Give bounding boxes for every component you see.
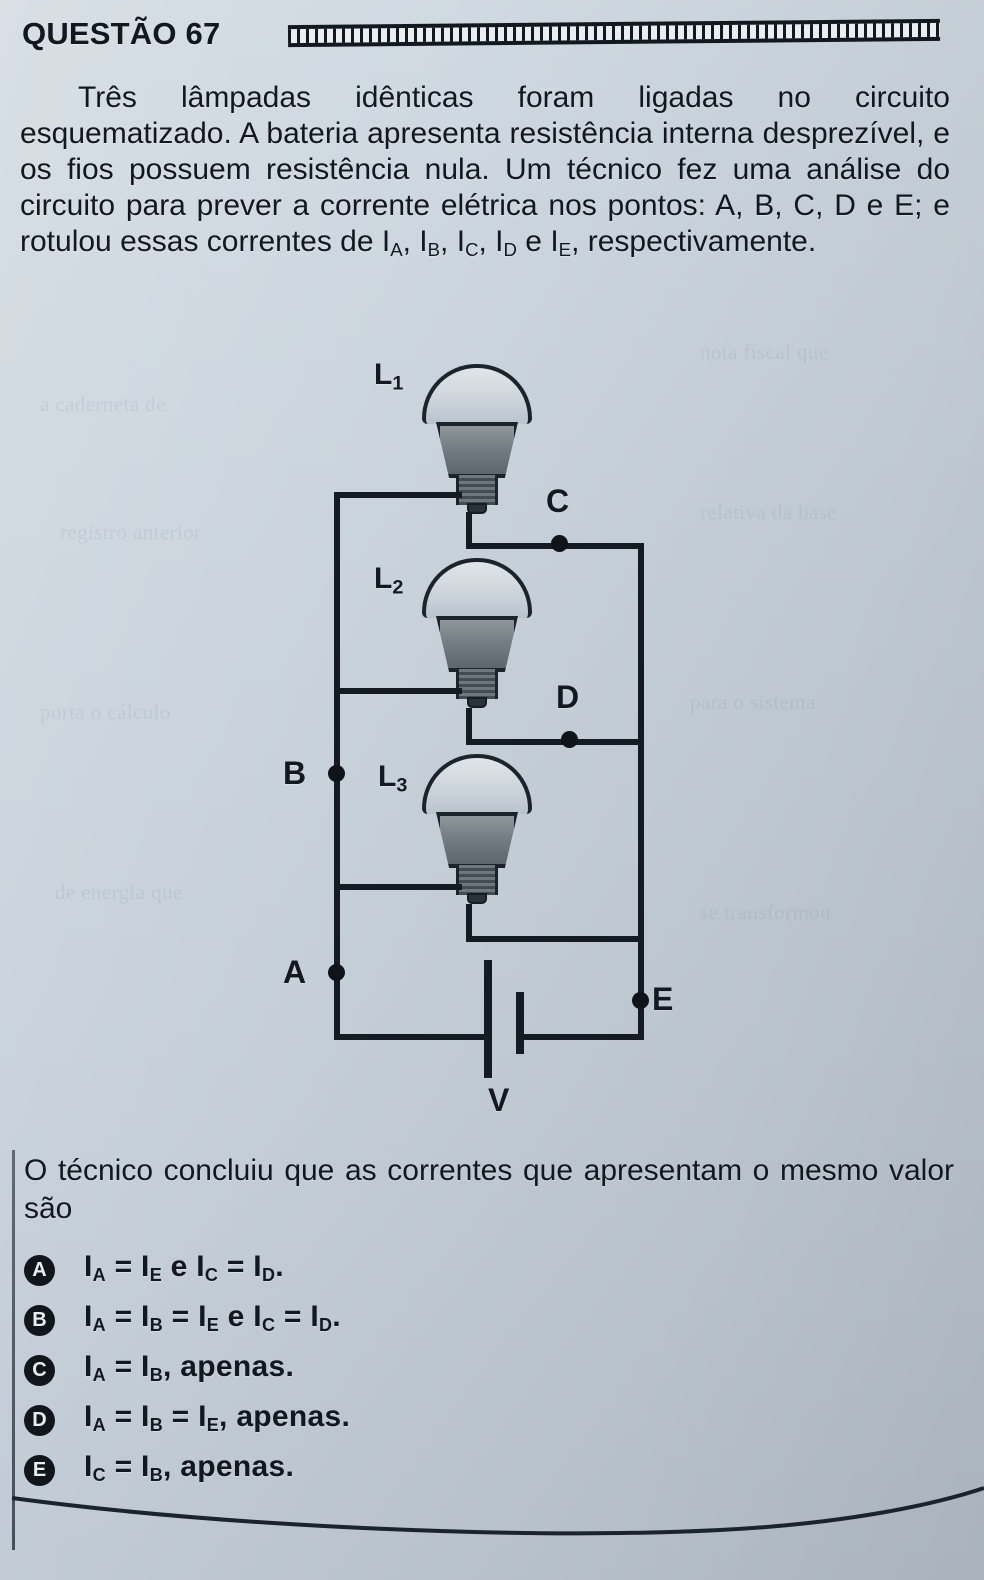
node-D-dot — [561, 731, 578, 748]
option-E[interactable]: E IC = IB, apenas. — [24, 1450, 954, 1500]
lamp-body-icon — [436, 616, 518, 672]
option-D[interactable]: D IA = IB = IE, apenas. — [24, 1400, 954, 1450]
closing-line-1: O técnico concluiu que as correntes que … — [24, 1154, 770, 1187]
wire-L1-left-lead — [334, 492, 462, 498]
statement-line-6-prefix: essas correntes de — [120, 225, 382, 258]
option-D-bullet[interactable]: D — [24, 1405, 55, 1436]
hatched-rule-decoration — [287, 18, 941, 48]
wire-L2-tip-drop — [466, 708, 472, 745]
node-A-dot — [328, 964, 345, 981]
statement-line-4: Um técnico fez uma análise do circuito p… — [20, 153, 950, 222]
lamp-screw-icon — [456, 475, 498, 505]
lamp-tip-icon — [467, 503, 487, 514]
node-E-label: E — [652, 981, 674, 1017]
current-symbol-IE: IE — [550, 225, 572, 261]
wire-L3-tip-drop — [466, 904, 472, 942]
node-A-label: A — [283, 954, 307, 990]
node-C-label: C — [546, 483, 570, 519]
lamp-dome-icon — [422, 754, 532, 814]
wire-L2-to-node-D — [466, 739, 644, 745]
statement-line-6-suffix: , respectivamente. — [571, 225, 817, 258]
wire-L2-left-lead — [334, 688, 462, 694]
current-symbol-ID: ID — [495, 225, 517, 261]
statement-line-1: Três lâmpadas idênticas foram ligadas no… — [78, 81, 950, 114]
lamp-body-icon — [436, 422, 518, 478]
question-header: QUESTÃO 67 — [22, 12, 962, 58]
node-D-label: D — [556, 679, 580, 715]
node-B-label: B — [283, 755, 307, 791]
option-B-bullet[interactable]: B — [24, 1305, 55, 1336]
lamp-tip-icon — [467, 697, 487, 708]
option-C[interactable]: C IA = IB, apenas. — [24, 1350, 954, 1400]
option-C-text: IA = IB, apenas. — [84, 1350, 295, 1386]
statement-line-5: corrente elétrica nos pontos: A, B, C, D… — [20, 189, 950, 258]
lamp-tip-icon — [467, 893, 487, 904]
wire-L1-tip-drop — [466, 512, 472, 549]
option-A[interactable]: A IA = IE e IC = ID. — [24, 1250, 954, 1300]
lamp-label-L1: L1 — [374, 358, 404, 395]
answer-options-list: A IA = IE e IC = ID. B IA = IB = IE e IC… — [24, 1250, 954, 1500]
circuit-diagram: L1 L2 L3 V C — [0, 340, 984, 1140]
node-B-dot — [328, 765, 345, 782]
option-D-text: IA = IB = IE, apenas. — [84, 1400, 351, 1436]
page-title: QUESTÃO 67 — [22, 16, 221, 51]
wire-right-bus — [638, 543, 644, 1040]
closing-line-2: mesmo valor são — [24, 1154, 954, 1225]
wire-L3-to-right-bus — [466, 936, 644, 942]
lamp-screw-icon — [456, 669, 498, 699]
lamp-L1 — [422, 364, 532, 514]
wire-battery-right-lead — [518, 1034, 644, 1040]
current-symbol-IB: IB — [419, 225, 441, 261]
page-bottom-edge — [11, 1486, 984, 1536]
option-A-bullet[interactable]: A — [24, 1255, 55, 1286]
node-C-dot — [551, 535, 568, 552]
node-E-dot — [632, 992, 649, 1009]
lamp-label-L2: L2 — [374, 562, 404, 599]
battery-long-plate — [484, 960, 492, 1078]
option-E-bullet[interactable]: E — [24, 1455, 55, 1486]
statement-line-3: desprezível, e os fios possuem resistênc… — [20, 117, 950, 186]
page-frame-left-rule — [12, 1150, 15, 1550]
option-B-text: IA = IB = IE e IC = ID. — [84, 1300, 341, 1336]
current-symbol-IA: IA — [381, 225, 403, 261]
lamp-body-icon — [436, 812, 518, 868]
option-C-bullet[interactable]: C — [24, 1355, 55, 1386]
lamp-screw-icon — [456, 865, 498, 895]
wire-L3-left-lead — [334, 884, 462, 890]
question-closing: O técnico concluiu que as correntes que … — [24, 1152, 954, 1228]
statement-line-2: esquematizado. A bateria apresenta resis… — [20, 117, 754, 150]
option-B[interactable]: B IA = IB = IE e IC = ID. — [24, 1300, 954, 1350]
current-symbol-IC: IC — [456, 225, 479, 261]
wire-battery-left-lead — [334, 1034, 490, 1040]
question-statement: Três lâmpadas idênticas foram ligadas no… — [20, 81, 950, 261]
battery-label: V — [488, 1082, 510, 1118]
option-E-text: IC = IB, apenas. — [84, 1450, 295, 1486]
lamp-dome-icon — [422, 364, 532, 424]
lamp-L2 — [422, 558, 532, 708]
battery-short-plate — [516, 992, 524, 1054]
lamp-L3 — [422, 754, 532, 904]
lamp-label-L3: L3 — [378, 760, 408, 797]
option-A-text: IA = IE e IC = ID. — [84, 1250, 284, 1286]
lamp-dome-icon — [422, 558, 532, 618]
